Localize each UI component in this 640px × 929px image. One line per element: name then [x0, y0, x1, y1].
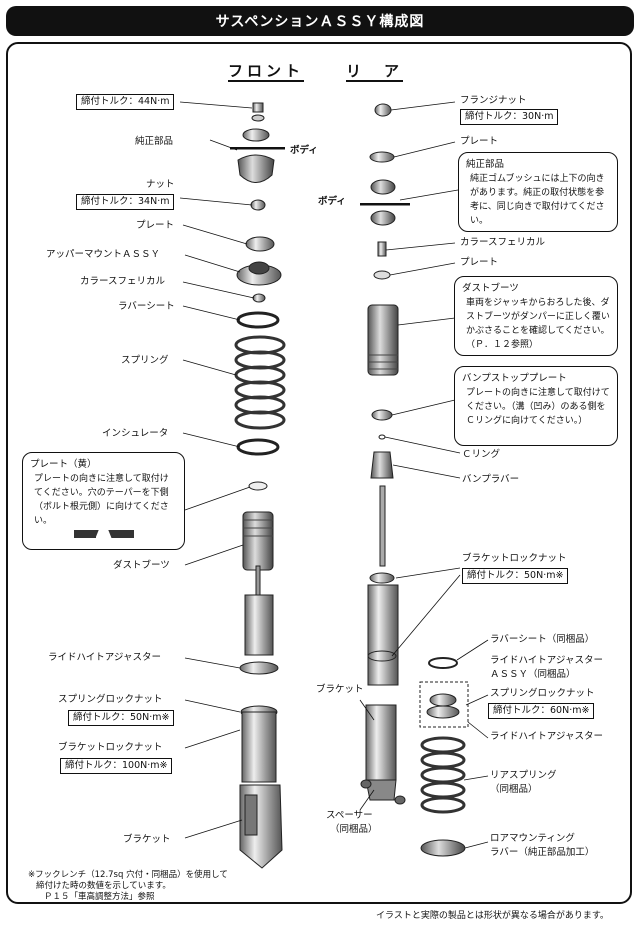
front-collar [252, 293, 266, 303]
rear-rubber-seat-label: ラバーシート（同梱品） [490, 634, 595, 645]
rear-bump-stop-plate [371, 409, 393, 421]
rear-torque-bracket-lock: 締付トルク：50N·m※ [462, 568, 569, 584]
rear-flange-nut [374, 103, 392, 117]
front-rubber-seat-label: ラバーシート [118, 301, 175, 312]
front-spring [234, 335, 286, 430]
page-title-text: サスペンションＡＳＳＹ構成図 [215, 14, 425, 30]
rear-ride-height-adjuster [419, 681, 469, 728]
front-upper-mount [236, 261, 282, 286]
front-torque-top: 締付トルク：44N·m [76, 94, 175, 110]
front-nut-label: ナット [146, 179, 175, 190]
footnote-line2: 締付けた時の数値を示しています。 [36, 881, 171, 891]
front-nut [250, 199, 266, 211]
rear-ride-height-included-label2: ＡＳＳＹ（同梱品） [490, 669, 576, 680]
front-yellow-plate-title: プレート（黄） [30, 459, 97, 470]
rear-lower-mount-label: ロアマウンティング [490, 833, 575, 844]
front-bracket-label: ブラケット [123, 834, 171, 845]
footnote-line3: Ｐ１５「車高調整方法」参照 [44, 892, 155, 902]
rear-spring-lock-label: スプリングロックナット [490, 688, 595, 699]
footnote-line1: ※フックレンチ（12.7sq 穴付・同梱品）を使用して [28, 870, 228, 880]
rear-bump-plate-title: バンプストッププレート [462, 373, 567, 384]
front-torque-nut: 締付トルク：34N·m [76, 194, 175, 210]
rear-lower-mount-label2: ラバー（純正部品加工） [490, 847, 595, 858]
rear-lower-mount [420, 839, 466, 857]
front-oem-label: 純正部品 [135, 136, 174, 147]
front-section-title: フロント [228, 62, 305, 82]
front-upper-mount-label: アッパーマウントＡＳＳＹ [46, 249, 161, 260]
front-insulator [236, 438, 280, 456]
rear-spring-label: リアスプリング [490, 770, 557, 781]
rear-plate-2 [373, 270, 391, 280]
rear-spring-included-label: （同梱品） [490, 784, 538, 795]
rear-oem-note: 純正部品 純正ゴムブッシュには上下の向きがあります。純正の取付状態を参考に、同じ… [458, 152, 618, 232]
rear-c-ring [378, 434, 386, 440]
rear-dust-boot-text: 車両をジャッキからおろした後、ダストブーツがダンパーに正しく覆いかぶさることを確… [466, 298, 610, 350]
rear-torque-flange: 締付トルク：30N·m [460, 109, 559, 125]
front-plate [245, 236, 275, 252]
rear-oem-text: 純正ゴムブッシュには上下の向きがあります。純正の取付状態を参考に、同じ向きで取付… [470, 174, 605, 226]
rear-plate-label: プレート [460, 136, 499, 147]
front-spring-lock-label: スプリングロックナット [58, 694, 163, 705]
front-body-label: ボディ [290, 145, 318, 156]
rear-spacer-label: スペーサー [326, 810, 373, 821]
plate-cross-section-icon [73, 530, 134, 538]
rear-rubber-seat [428, 657, 458, 669]
rear-spring [420, 736, 466, 814]
front-yellow-plate-note: プレート（黄） プレートの向きに注意して取付けてください。穴のテーパーを下側（ボ… [22, 452, 185, 550]
leader-lines [179, 101, 489, 849]
footnote: ※フックレンチ（12.7sq 穴付・同梱品）を使用して 締付けた時の数値を示して… [28, 870, 228, 903]
front-collar-label: カラースフェリカル [80, 276, 166, 287]
front-plate-label: プレート [136, 220, 175, 231]
rear-bump-rubber-label: バンプラバー [462, 474, 520, 485]
front-torque-bracket-lock: 締付トルク：100N·m※ [60, 758, 173, 774]
front-dust-boot [242, 511, 274, 571]
rear-flange-nut-label: フランジナット [460, 95, 527, 106]
front-bracket-lock-label: ブラケットロックナット [58, 742, 163, 753]
front-insulator-label: インシュレータ [102, 428, 169, 439]
rear-plate [369, 151, 395, 163]
front-oem-mount [230, 128, 285, 183]
front-ride-height-label: ライドハイトアジャスター [48, 652, 161, 663]
front-damper [239, 565, 283, 869]
front-spring-label: スプリング [121, 355, 169, 366]
rear-plate2-label: プレート [460, 257, 499, 268]
front-torque-spring-lock: 締付トルク：50N·m※ [68, 710, 175, 726]
rear-ride-height-included-label: ライドハイトアジャスター [490, 655, 603, 666]
rear-bump-plate-text: プレートの向きに注意して取付けてください。（溝（凹み）のある側をＣリングに向けて… [466, 388, 610, 426]
rear-bump-rubber [370, 451, 394, 479]
rear-section-title: リ ア [346, 62, 404, 82]
rear-bracket-lock-label: ブラケットロックナット [462, 553, 567, 564]
rear-collar-label: カラースフェリカル [460, 237, 546, 248]
page-title: サスペンションＡＳＳＹ構成図 [6, 6, 634, 36]
front-dust-boot-label: ダストブーツ [113, 560, 170, 571]
rear-torque-spring-lock: 締付トルク：60N·m※ [488, 703, 595, 719]
disclaimer: イラストと実際の製品とは形状が異なる場合があります。 [376, 911, 609, 921]
front-rubber-seat [236, 311, 280, 329]
rear-oem-title: 純正部品 [466, 159, 505, 170]
front-top-nut [251, 102, 265, 122]
rear-ride-height-label: ライドハイトアジャスター [490, 731, 603, 742]
rear-damper [360, 485, 406, 805]
rear-c-ring-label: Ｃリング [462, 449, 501, 460]
front-yellow-plate-text: プレートの向きに注意して取付けてください。穴のテーパーを下側（ボルト根元側）に向… [34, 474, 169, 526]
rear-dust-boot-title: ダストブーツ [462, 283, 519, 294]
rear-dust-boot-note: ダストブーツ 車両をジャッキからおろした後、ダストブーツがダンパーに正しく覆いか… [454, 276, 618, 356]
rear-oem-bushing [360, 179, 410, 226]
rear-collar [377, 241, 387, 257]
diagram-frame [6, 42, 632, 904]
rear-bracket-label: ブラケット [316, 684, 364, 695]
rear-bump-plate-note: バンプストッププレート プレートの向きに注意して取付けてください。（溝（凹み）の… [454, 366, 618, 446]
rear-spacer-included-label: （同梱品） [330, 824, 378, 835]
rear-dust-boot [367, 304, 399, 376]
rear-body-label: ボディ [318, 196, 346, 207]
front-yellow-plate [248, 481, 268, 491]
